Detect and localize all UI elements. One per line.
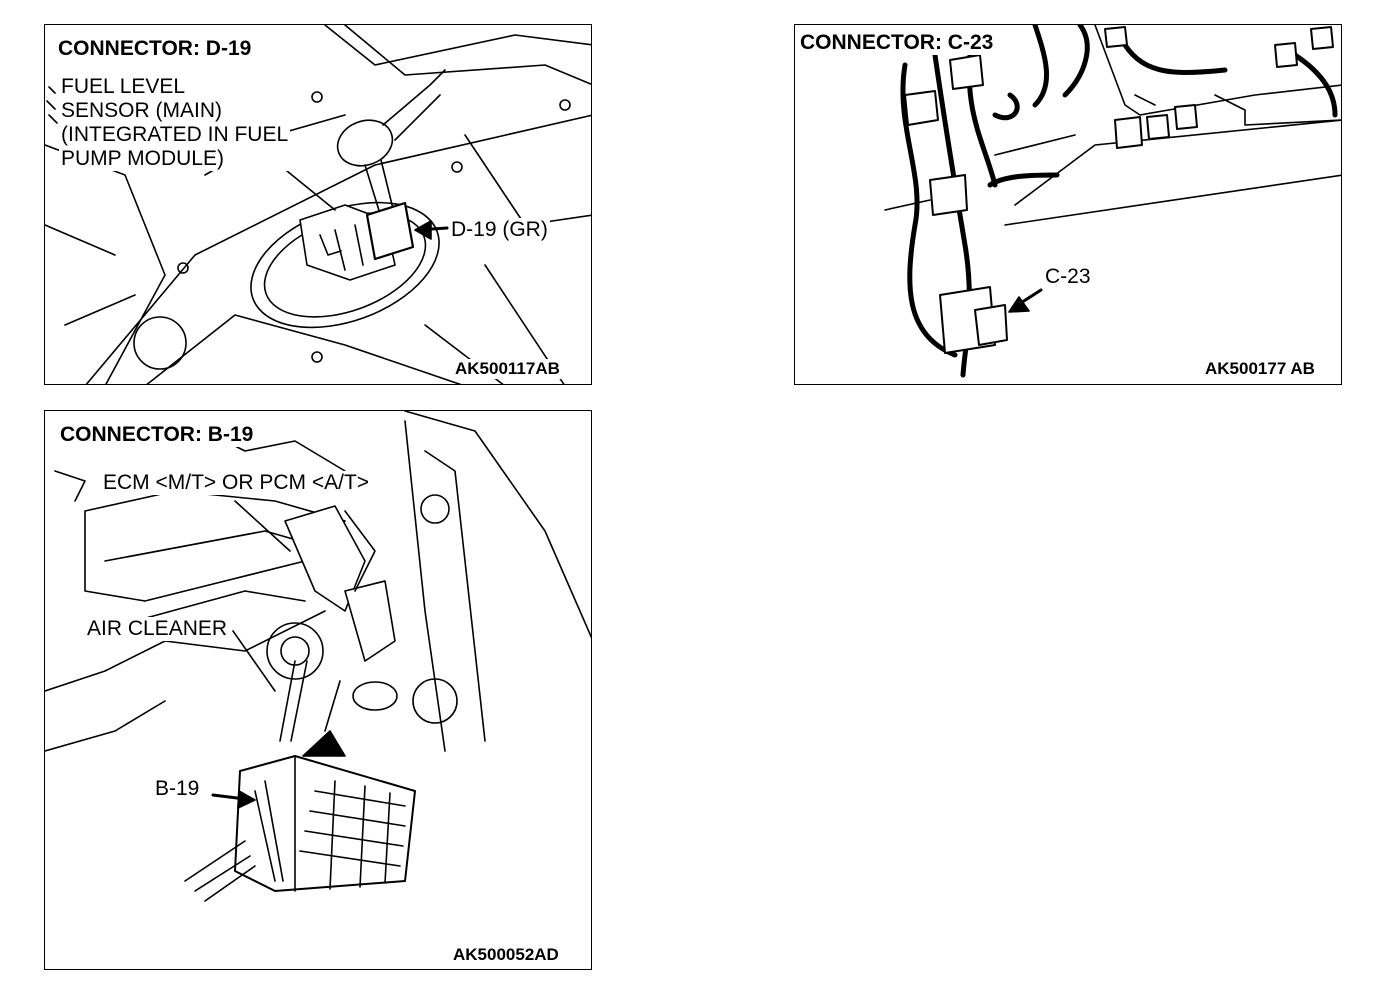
connector-callout: B-19 bbox=[153, 777, 202, 801]
air-cleaner-label: AIR CLEANER bbox=[85, 617, 230, 641]
panel-title: CONNECTOR: D-19 bbox=[55, 37, 255, 61]
wiring-harness-illustration bbox=[884, 25, 1341, 378]
connector-b19-panel: CONNECTOR: B-19 ECM <M/T> OR PCM <A/T> A… bbox=[44, 410, 592, 970]
fuel-tank-illustration bbox=[45, 25, 591, 384]
panel-title: CONNECTOR: B-19 bbox=[57, 423, 257, 447]
connector-callout: D-19 (GR) bbox=[449, 218, 550, 242]
connector-c23-panel: CONNECTOR: C-23 C-23 AK500177 AB bbox=[794, 24, 1342, 385]
figure-code: AK500177 AB bbox=[1203, 359, 1317, 379]
connector-callout: C-23 bbox=[1043, 265, 1093, 289]
connector-d19-panel: CONNECTOR: D-19 FUEL LEVEL SENSOR (MAIN)… bbox=[44, 24, 592, 385]
panel-title: CONNECTOR: C-23 bbox=[797, 31, 997, 55]
ecm-pcm-label: ECM <M/T> OR PCM <A/T> bbox=[101, 471, 372, 495]
figure-code: AK500052AD bbox=[451, 945, 561, 965]
fuel-level-sensor-label: FUEL LEVEL SENSOR (MAIN) (INTEGRATED IN … bbox=[59, 75, 291, 171]
figure-code: AK500117AB bbox=[453, 359, 562, 379]
engine-bay-illustration bbox=[45, 411, 591, 902]
